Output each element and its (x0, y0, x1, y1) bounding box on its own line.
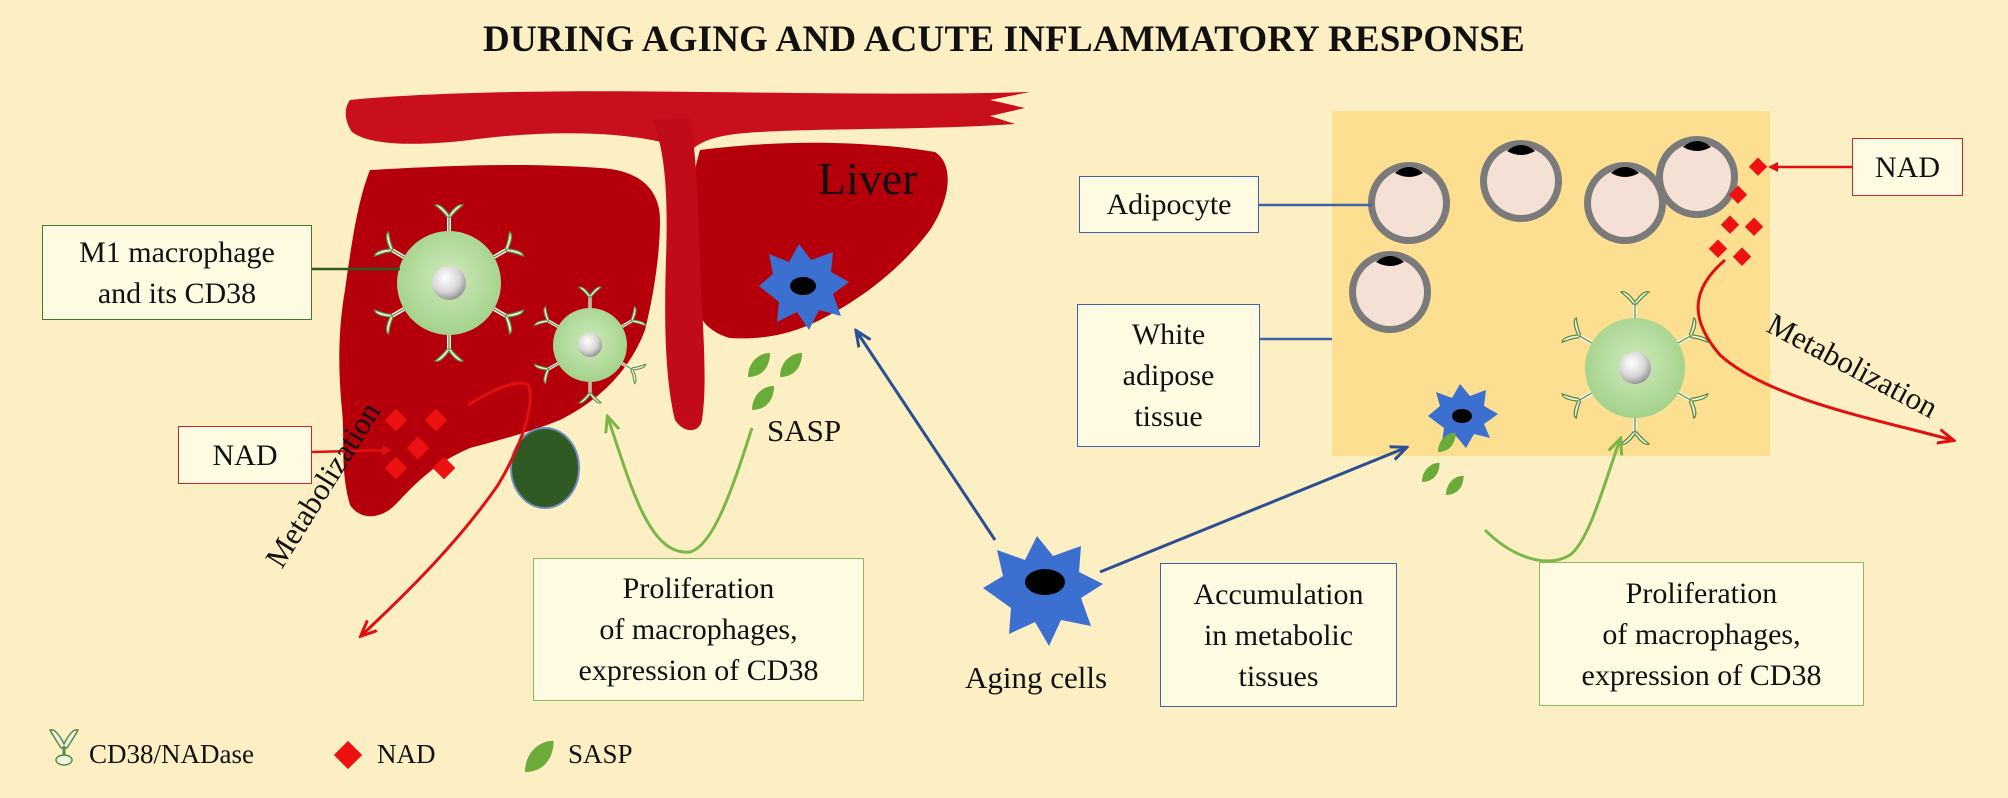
nad-diamonds-right (1708, 157, 1768, 266)
proliferation-left-line2: of macrophages, (599, 613, 798, 646)
arrow-metabolization-right (1696, 258, 1952, 440)
nad-left-label: NAD (212, 438, 278, 472)
adipocyte-box: Adipocyte (1079, 176, 1259, 233)
nad-box-right: NAD (1852, 138, 1963, 196)
sasp-label: SASP (767, 413, 842, 448)
proliferation-left-line3: expression of CD38 (578, 654, 819, 687)
proliferation-box-right: Proliferation of macrophages, expression… (1539, 562, 1864, 706)
accumulation-line2: in metabolic (1203, 618, 1354, 652)
proliferation-left-line1: Proliferation (622, 572, 775, 605)
aging-cell-in-adipose (1428, 384, 1498, 448)
proliferation-right-line1: Proliferation (1625, 576, 1778, 610)
legend-nad-label: NAD (377, 739, 436, 769)
m1-macrophage-line1: M1 macrophage (79, 235, 275, 269)
white-adipose-line3: tissue (1134, 400, 1203, 433)
legend-cd38-icon (48, 728, 80, 766)
arrow-sasp-to-macrophage-adipose (1483, 440, 1620, 563)
proliferation-right-line2: of macrophages, (1602, 617, 1801, 651)
white-adipose-box: White adipose tissue (1077, 304, 1260, 447)
legend-sasp-icon (525, 740, 554, 772)
legend-nad-icon (333, 740, 363, 770)
proliferation-right-line3: expression of CD38 (1581, 658, 1822, 692)
adipocyte-label: Adipocyte (1106, 188, 1232, 221)
m1-macrophage-line2: and its CD38 (97, 276, 257, 310)
white-adipose-line2: adipose (1122, 359, 1215, 392)
adipocytes (1349, 136, 1738, 333)
accumulation-line3: tissues (1238, 659, 1319, 693)
arrow-aging-to-adipose (1099, 448, 1405, 574)
connector-nad-left (311, 445, 392, 456)
m1-macrophage-large (372, 202, 526, 364)
liver-label: Liver (818, 153, 918, 204)
legend-cd38-label: CD38/NADase (89, 739, 254, 769)
aging-cell-in-liver (759, 244, 849, 330)
macrophage-adipose (1559, 289, 1711, 447)
accumulation-box: Accumulation in metabolic tissues (1160, 563, 1397, 707)
white-adipose-line1: White (1131, 318, 1206, 351)
arrow-sasp-to-macrophage-liver (608, 418, 754, 554)
m1-macrophage-box: M1 macrophage and its CD38 (42, 225, 312, 320)
nad-box-left: NAD (178, 426, 312, 484)
legend-sasp-label: SASP (568, 739, 633, 769)
nad-diamonds-left (384, 408, 456, 480)
arrow-metabolization-left (362, 381, 532, 635)
arrow-aging-to-liver (857, 332, 997, 541)
proliferation-box-left: Proliferation of macrophages, expression… (533, 558, 864, 701)
m1-macrophage-small (532, 285, 648, 405)
sasp-liver (748, 353, 802, 410)
aging-cells-label: Aging cells (965, 660, 1108, 695)
aging-cells-icon (983, 536, 1103, 646)
diagram-title: DURING AGING AND ACUTE INFLAMMATORY RESP… (483, 19, 1525, 60)
accumulation-line1: Accumulation (1193, 577, 1364, 611)
nad-right-label: NAD (1875, 150, 1940, 184)
